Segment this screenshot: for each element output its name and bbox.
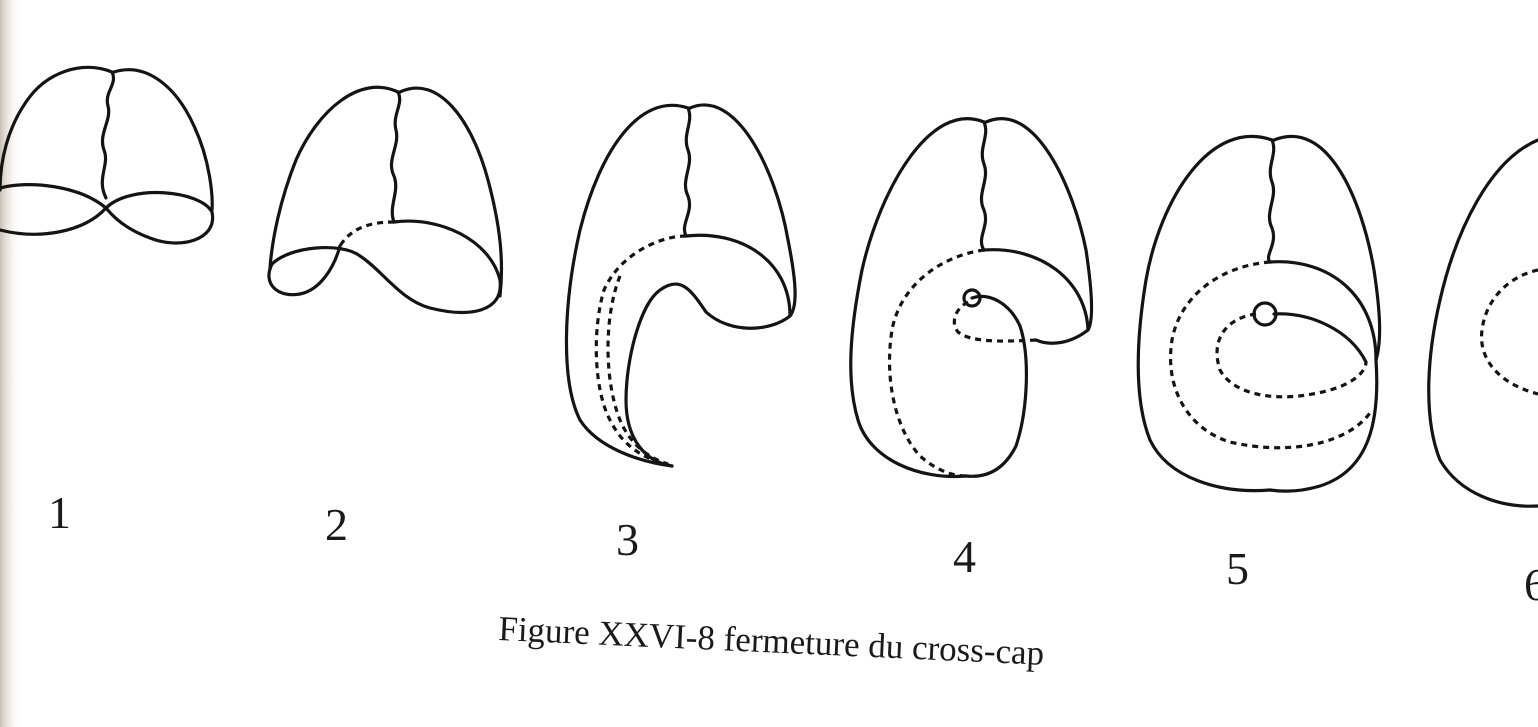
stage-4-pinch-point <box>962 288 982 308</box>
stage-3-rim <box>624 233 792 468</box>
stage-1-lower-right-loop <box>104 191 215 245</box>
stage-1-lower-left-loop <box>0 183 108 236</box>
stage-4-inner-loop <box>964 294 1028 478</box>
figure-caption: Figure XXVI-8 fermeture du cross-cap <box>498 609 1045 673</box>
stage-5-seam <box>1267 138 1276 264</box>
stage-5-pinch-point <box>1252 301 1278 327</box>
stage-6-hidden-loop <box>1479 268 1538 396</box>
stage-3-seam <box>683 106 692 238</box>
stage-1-outer-surface-right <box>112 68 214 212</box>
stage-5-outer-left <box>1136 134 1274 493</box>
stage-3-hidden-rim <box>594 234 687 468</box>
stage-label-6: 6 <box>1524 559 1538 610</box>
stage-6-drawing <box>1427 138 1538 508</box>
stage-5-rim <box>1268 260 1379 493</box>
stage-4-outer-right <box>984 117 1094 332</box>
stage-3-drawing <box>564 103 797 468</box>
stage-label-4: 4 <box>953 531 976 582</box>
stage-5-outer-right <box>1272 134 1382 362</box>
stage-3-outer-left <box>564 103 690 468</box>
stage-4-rim <box>982 248 1090 345</box>
stage-1-drawing <box>0 65 215 245</box>
stage-label-2: 2 <box>325 499 348 550</box>
stage-5-drawing <box>1136 134 1382 493</box>
stage-1-outer-surface <box>0 65 114 192</box>
stage-2-outer-right <box>398 86 504 298</box>
stage-2-outer-left <box>268 85 400 270</box>
stage-label-3: 3 <box>616 514 639 565</box>
stage-2-front-rim <box>358 219 502 315</box>
stage-2-left-loop <box>267 244 362 297</box>
stage-6-outer <box>1427 138 1538 508</box>
stage-5-hidden-spiral <box>1215 312 1368 399</box>
stage-2-hidden-rim <box>338 220 395 247</box>
stage-3-hidden-inner <box>606 275 669 466</box>
stage-1-seam <box>100 70 115 200</box>
stage-2-seam <box>389 90 402 224</box>
stage-2-drawing <box>267 85 504 315</box>
stage-5-hidden-rim <box>1169 260 1374 450</box>
stage-label-1: 1 <box>48 487 71 538</box>
stage-5-inner-spiral <box>1272 312 1368 364</box>
stage-4-hidden-spiral <box>952 300 1037 343</box>
stage-4-drawing <box>849 117 1094 479</box>
stage-4-outer-left <box>849 117 986 479</box>
stage-4-hidden-rim <box>888 248 985 478</box>
stage-label-5: 5 <box>1226 543 1249 594</box>
stage-3-outer-right <box>688 103 797 318</box>
stage-4-seam <box>979 120 988 252</box>
